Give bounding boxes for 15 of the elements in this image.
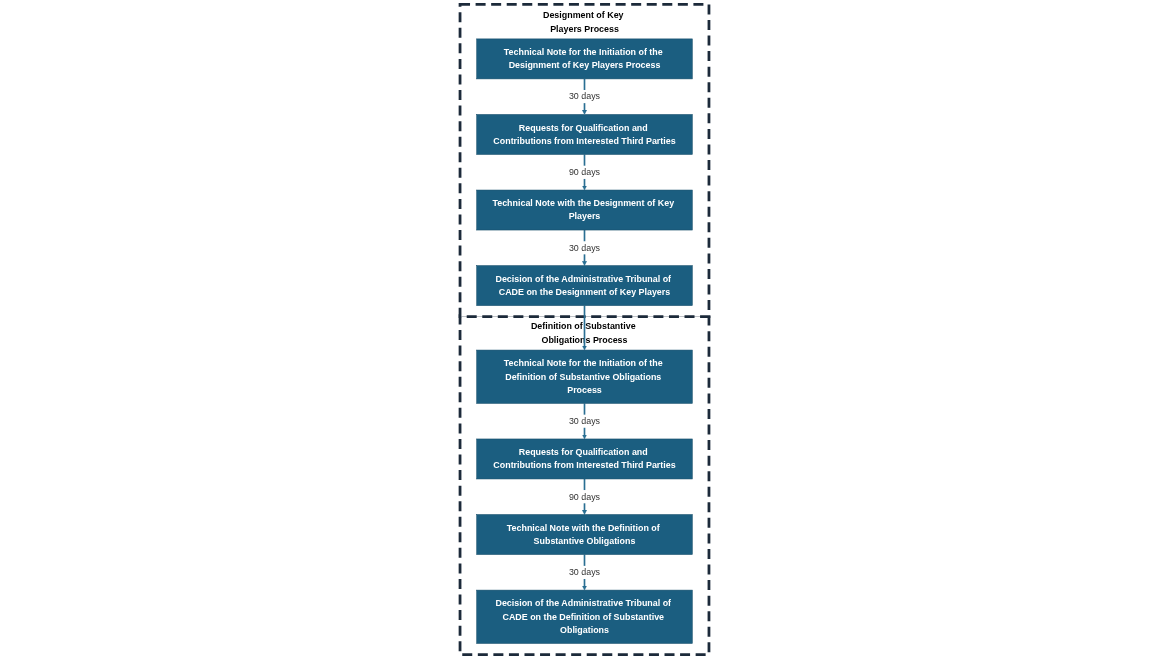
- node-box: Requests for Qualification and Contributions from Interested Third Parties: [476, 438, 693, 480]
- node-box: Technical Note with the Definition of Substantive Obligations: [476, 514, 693, 555]
- node-box: Requests for Qualification and Contributions from Interested Third Parties: [476, 114, 693, 155]
- node-box: Technical Note for the Initiation of the Designment of Key Players Process: [476, 38, 693, 80]
- arrow: [582, 304, 587, 351]
- edge-label: 30 days: [568, 416, 601, 426]
- edge-label: 30 days: [568, 242, 601, 253]
- edge-label: 30 days: [568, 567, 601, 577]
- edge-label: 90 days: [568, 491, 601, 502]
- node-box: Technical Note for the Initiation of the Definition of Substantive Obligations Process: [476, 349, 693, 404]
- edge-label: 30 days: [568, 91, 601, 102]
- node-box: Decision of the Administrative Tribunal of CADE on the Definition of Substantive Obligations: [476, 589, 693, 644]
- node-box: Technical Note with the Designment of Key Players: [476, 189, 693, 231]
- edge-label: 90 days: [568, 167, 601, 177]
- node-box: Decision of the Administrative Tribunal of CADE on the Designment of Key Players: [476, 265, 693, 306]
